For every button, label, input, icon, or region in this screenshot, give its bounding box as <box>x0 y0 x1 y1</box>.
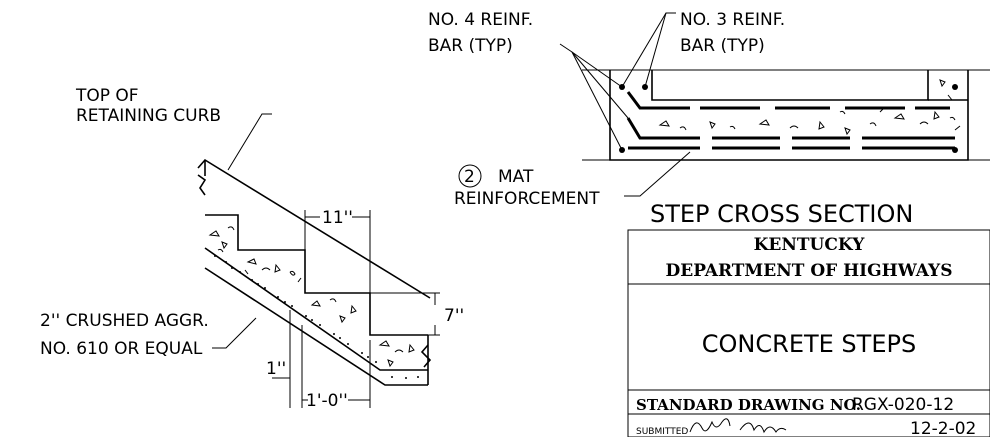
label-aggregate-1: 2'' CRUSHED AGGR. <box>40 311 209 331</box>
label-top-of-curb-2: RETAINING CURB <box>76 106 221 126</box>
upper-rebar <box>626 91 950 110</box>
standard-label: STANDARD DRAWING NO. <box>636 396 861 414</box>
cross-section-aggregate-marks <box>658 79 961 136</box>
stair-section-detail: TOP OF RETAINING CURB 2'' CRUSHED AGGR. … <box>40 86 464 411</box>
leader-no3 <box>644 12 676 88</box>
rebar-dot <box>952 147 958 153</box>
label-mat-2: REINFORCEMENT <box>454 189 600 209</box>
dim-tread: 11'' <box>322 208 353 228</box>
step-outline <box>609 70 969 161</box>
label-no3-1: NO. 3 REINF. <box>680 10 785 30</box>
dim-offset: 1'' <box>266 359 286 379</box>
mat-number: 2 <box>464 167 475 187</box>
leader-mat <box>624 151 691 197</box>
label-aggregate-2: NO. 610 OR EQUAL <box>40 339 203 359</box>
label-no3-2: BAR (TYP) <box>680 36 765 56</box>
submitted-label: SUBMITTED <box>636 427 688 437</box>
label-no4-1: NO. 4 REINF. <box>428 10 533 30</box>
dim-foot: 1'-0'' <box>306 391 348 411</box>
concrete-aggregate-marks <box>208 226 415 368</box>
agency-line1: KENTUCKY <box>754 235 866 255</box>
title-block-frame <box>627 229 990 437</box>
cross-section-title: STEP CROSS SECTION <box>650 200 913 228</box>
break-line-bottom <box>420 344 432 368</box>
label-top-of-curb-1: TOP OF <box>75 86 139 106</box>
leader-no4 <box>559 43 623 88</box>
agency-line2: DEPARTMENT OF HIGHWAYS <box>666 261 953 281</box>
dim-riser: 7'' <box>444 306 464 326</box>
curb-top-line <box>197 158 431 299</box>
standard-number: RGX-020-12 <box>852 395 954 415</box>
rebar-dot <box>952 84 958 90</box>
break-line-top <box>197 174 207 196</box>
stair-profile <box>205 214 428 336</box>
leader-top-of-curb <box>227 113 272 171</box>
date: 12-2-02 <box>910 419 976 437</box>
step-cross-section: NO. 4 REINF. BAR (TYP) NO. 3 REINF. BAR … <box>428 10 990 228</box>
mat-number-circle <box>458 164 482 188</box>
slab-bottom-line <box>204 247 428 371</box>
aggregate-stipple <box>214 255 419 379</box>
label-mat-1: MAT <box>498 167 534 187</box>
drawing-title: CONCRETE STEPS <box>702 330 916 358</box>
label-no4-2: BAR (TYP) <box>428 36 513 56</box>
title-block: KENTUCKY DEPARTMENT OF HIGHWAYS CONCRETE… <box>627 229 990 437</box>
signature <box>689 418 787 434</box>
aggregate-bottom-line <box>204 267 428 386</box>
leader-aggregate <box>212 317 257 349</box>
